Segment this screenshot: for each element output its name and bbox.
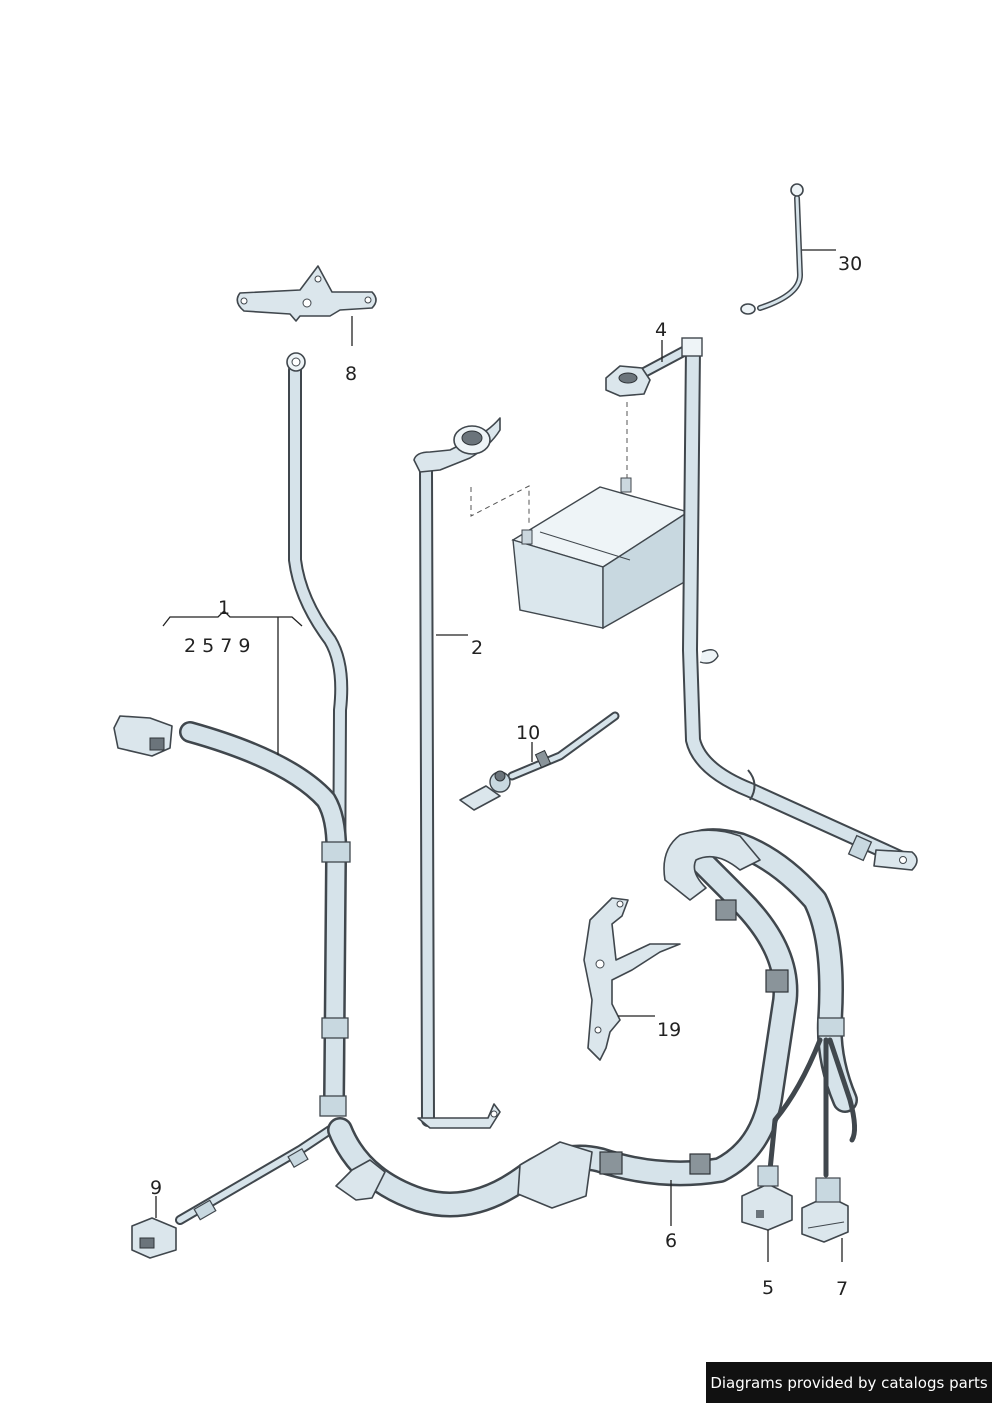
callout-6: 6 xyxy=(665,1230,677,1252)
battery xyxy=(511,477,690,630)
sensor-cable-part-10 xyxy=(459,711,620,811)
callout-8: 8 xyxy=(345,363,357,385)
callout-1: 1 xyxy=(218,597,230,619)
attribution-banner: Diagrams provided by catalogs parts xyxy=(706,1362,992,1403)
connector-branch-part-9 xyxy=(131,1125,335,1259)
callout-4: 4 xyxy=(655,319,667,341)
ground-strap-part-30 xyxy=(740,183,804,315)
callout-1-subparts: 2 5 7 9 xyxy=(184,635,250,657)
battery-cable-part-6 xyxy=(327,828,858,1218)
callout-2: 2 xyxy=(471,637,483,659)
main-harness-part-1 xyxy=(113,352,351,1117)
holder-bracket-part-19 xyxy=(583,897,681,1061)
plug-connector-part-7 xyxy=(801,1177,849,1243)
callout-19: 19 xyxy=(657,1019,681,1041)
bracket-part-8 xyxy=(236,265,377,322)
callout-7: 7 xyxy=(836,1278,848,1300)
battery-cable-part-2 xyxy=(413,417,501,1129)
callout-10: 10 xyxy=(516,722,540,744)
plug-connector-part-5 xyxy=(741,1165,793,1231)
leader-lines xyxy=(155,249,843,1262)
callout-30: 30 xyxy=(838,253,862,275)
battery-guide-lines xyxy=(470,402,628,525)
terminal-cable-part-4 xyxy=(605,337,918,871)
callout-5: 5 xyxy=(762,1277,774,1299)
callout-9: 9 xyxy=(150,1177,162,1199)
